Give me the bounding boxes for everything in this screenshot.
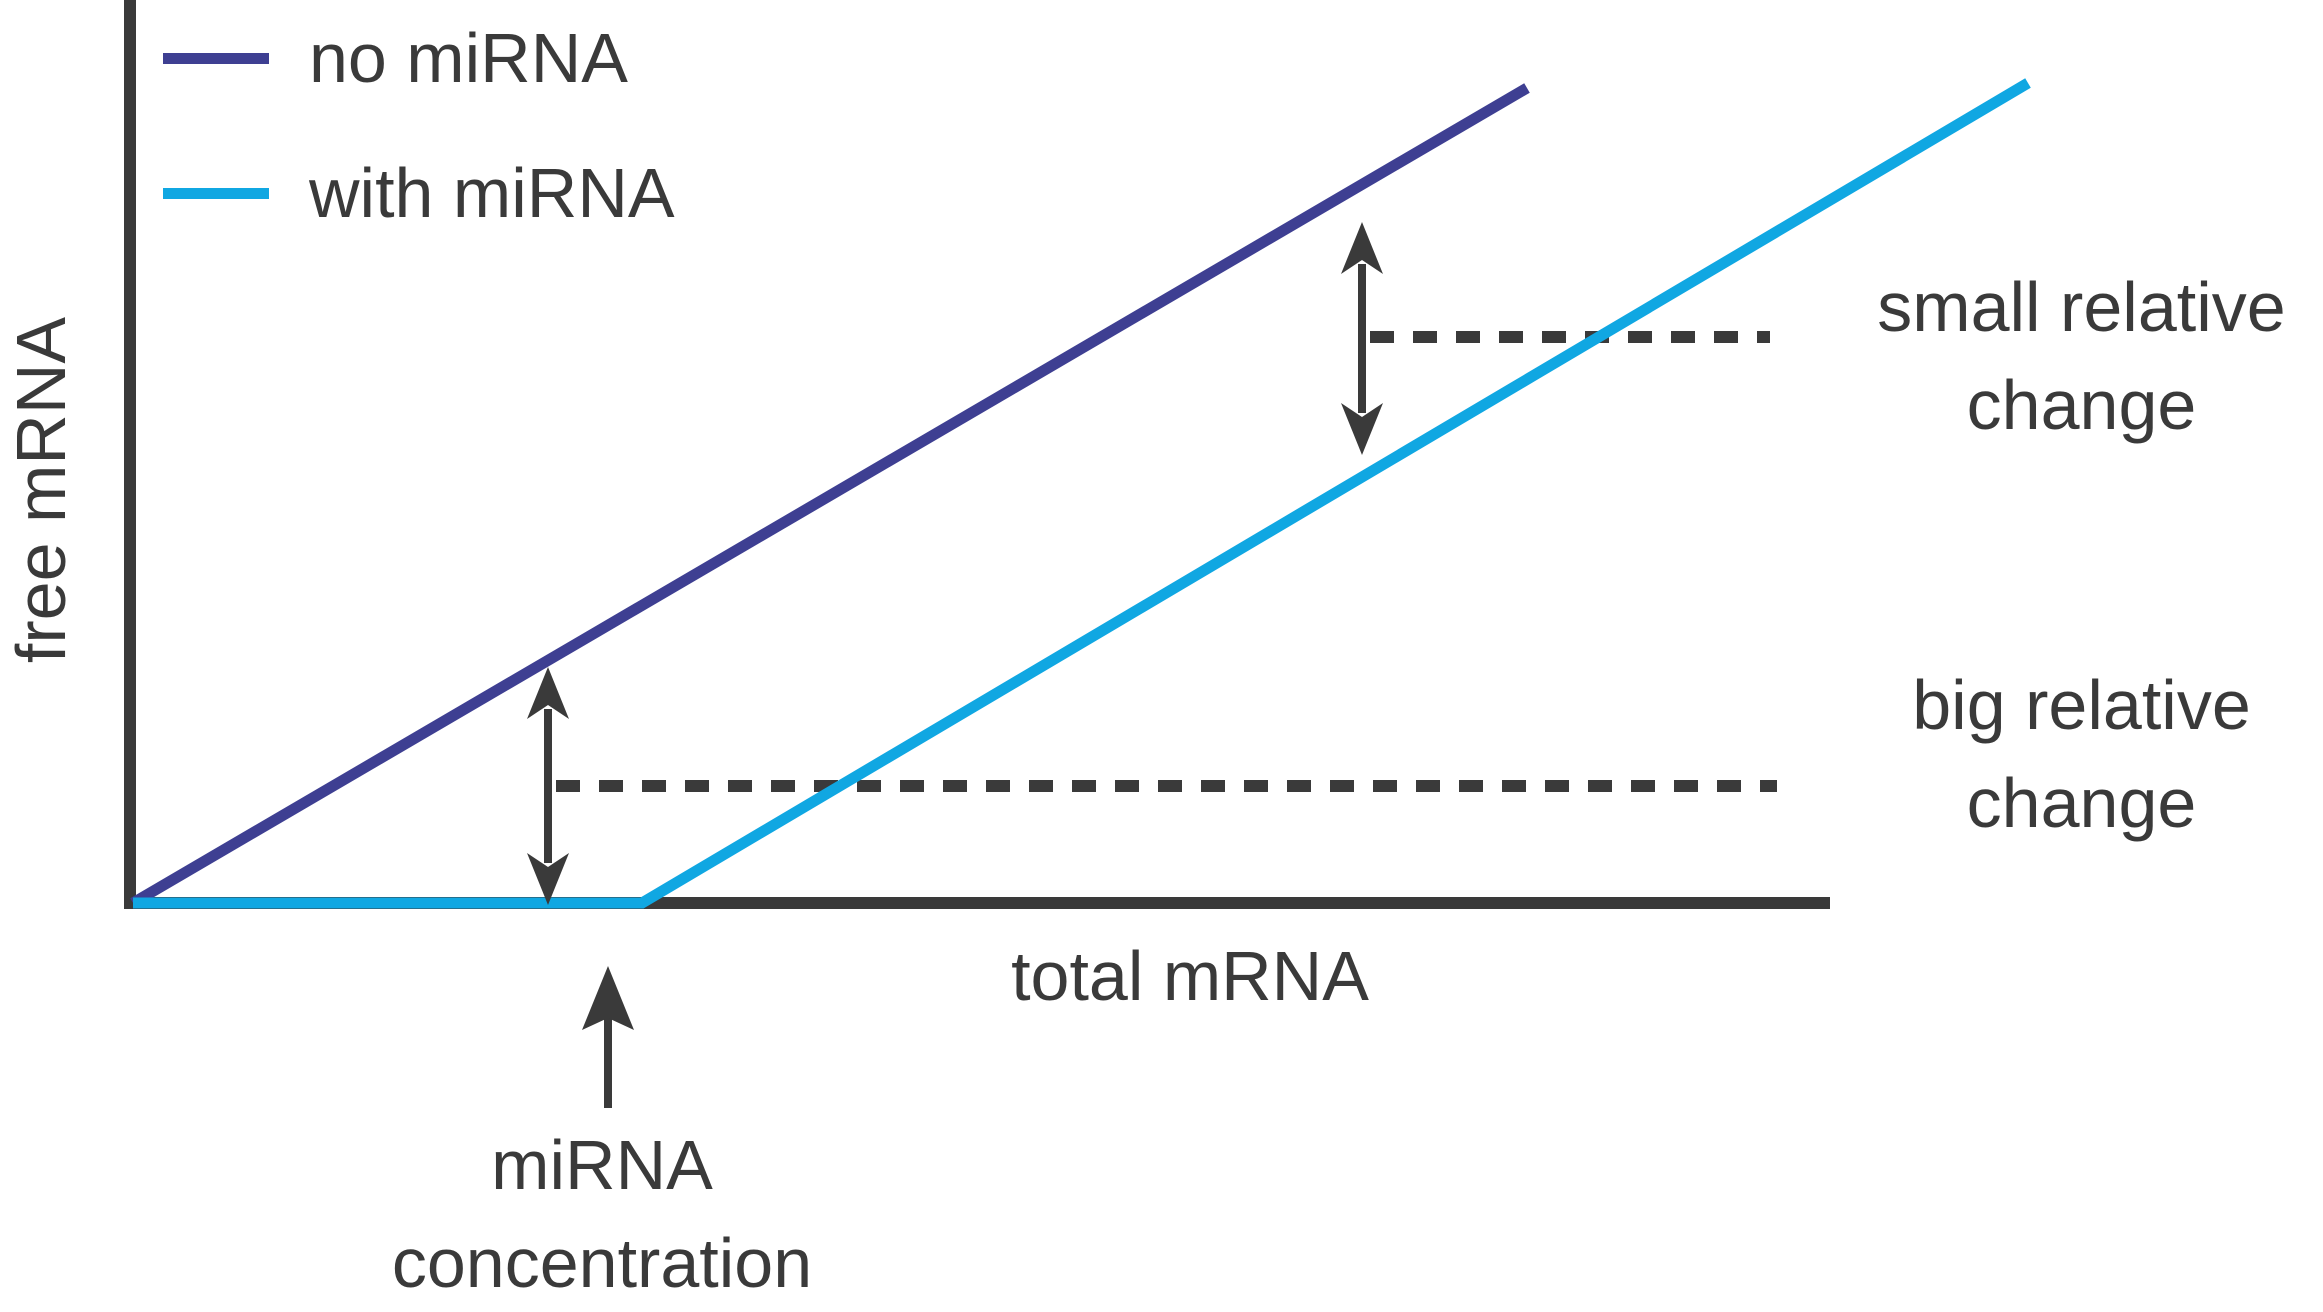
annotation-mirna-concentration: miRNA concentration [391,1126,813,1302]
legend-label-with-mirna: with miRNA [309,154,675,232]
x-axis-label: total mRNA [1011,937,1369,1015]
legend-label-no-mirna: no miRNA [309,19,628,97]
annotation-big-relative-change: big relative change [1912,666,2251,842]
legend-swatch-no-mirna [163,52,269,64]
annotation-small-relative-change: small relative change [1877,268,2286,444]
legend-swatch-with-mirna [163,187,269,199]
legend-item-no-mirna: no miRNA [163,8,628,108]
y-axis-label: free mRNA [2,316,80,664]
legend-item-with-mirna: with miRNA [163,143,675,243]
